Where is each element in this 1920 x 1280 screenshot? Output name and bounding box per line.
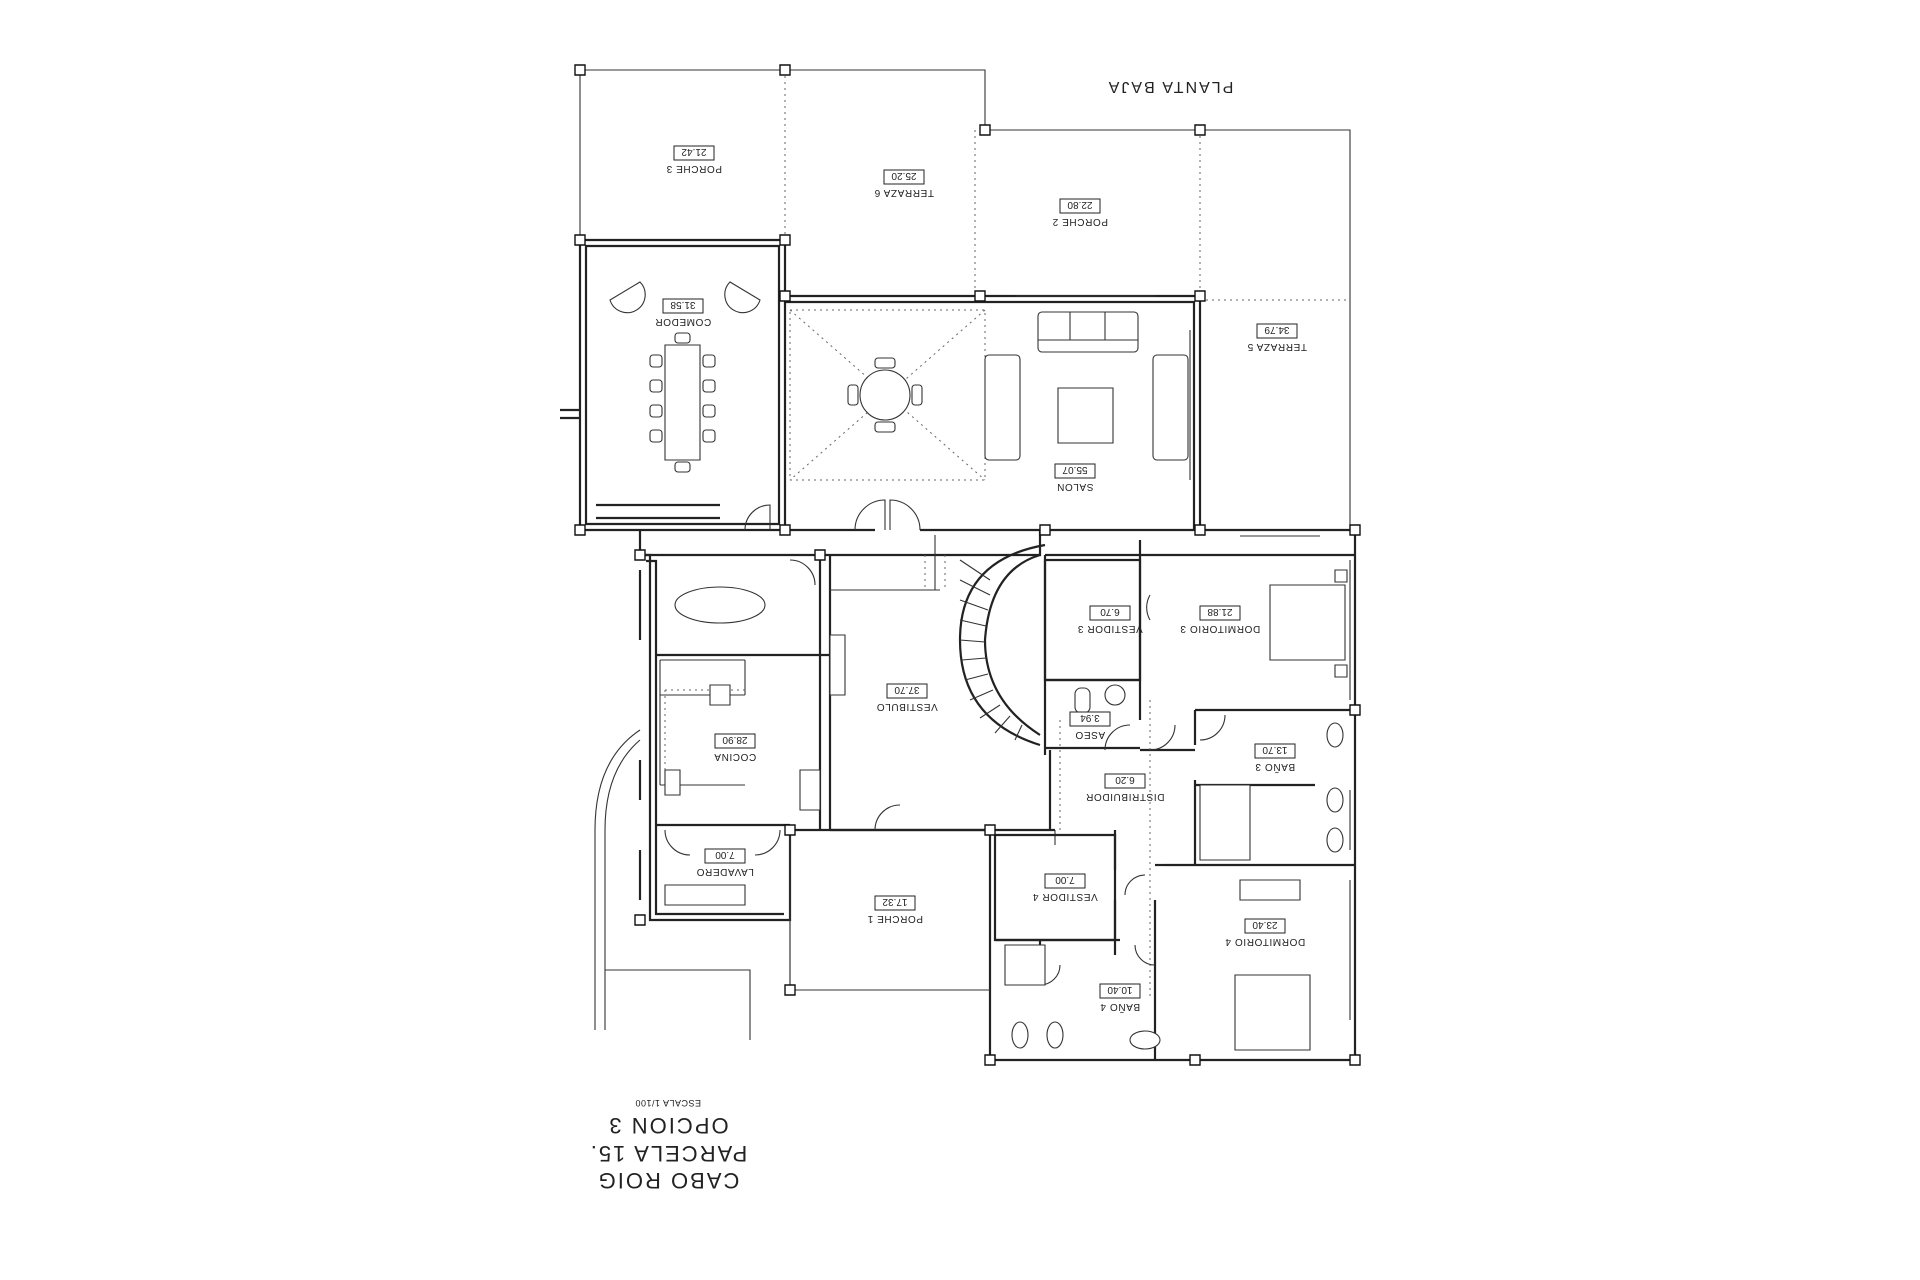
room-area-box: [1100, 984, 1140, 998]
columns: [575, 65, 1360, 1065]
furniture: [596, 282, 1347, 1050]
room-name: TERRAZA 5: [1247, 341, 1307, 352]
room-area-box: [674, 146, 714, 160]
room-label-vestidor-3: VESTIDOR 3 6.70: [1077, 606, 1143, 634]
room-area: 55.07: [1062, 464, 1087, 475]
room-name: LAVADERO: [696, 866, 754, 877]
room-name: TERRAZA 6: [874, 187, 934, 198]
project-line-1: CABO ROIG: [597, 1168, 740, 1193]
room-area: 34.79: [1264, 324, 1289, 335]
room-area: 7.00: [715, 849, 735, 860]
room-name: COMEDOR: [655, 316, 711, 327]
room-area-box: [1245, 919, 1285, 933]
project-line-2: PARCELA 15.: [589, 1141, 748, 1166]
room-label-distribuidor: DISTRIBUIDOR 6.20: [1086, 774, 1165, 802]
room-label-vestibulo: VESTIBULO 37.70: [876, 684, 938, 712]
room-area-box: [715, 734, 755, 748]
room-label-comedor: COMEDOR 31.58: [655, 299, 711, 327]
walls: [560, 240, 1355, 1060]
room-name: PORCHE 1: [867, 913, 923, 924]
room-label-bano-4: BAÑO 4 10.40: [1100, 984, 1140, 1014]
room-label-dormitorio-3: DORMITORIO 3 21.88: [1180, 606, 1260, 634]
room-name: DORMITORIO 3: [1180, 623, 1260, 634]
room-name: SALON: [1057, 481, 1094, 492]
room-area: 25.20: [891, 170, 916, 181]
room-area-box: [884, 170, 924, 184]
project-line-3: OPCION 3: [607, 1113, 728, 1138]
room-area-box: [1090, 606, 1130, 620]
project-scale: ESCALA 1/100: [635, 1098, 701, 1108]
room-label-bano-3: BAÑO 3 13.70: [1255, 744, 1295, 774]
room-name: VESTIDOR 4: [1032, 891, 1097, 902]
room-name: DORMITORIO 4: [1225, 936, 1305, 947]
room-area: 37.70: [894, 684, 919, 695]
room-area-box: [1105, 774, 1145, 788]
room-area-box: [663, 299, 703, 313]
room-name: PORCHE 3: [666, 163, 722, 174]
room-label-porche-3: PORCHE 3 21.42: [666, 146, 722, 174]
plan-heading: PLANTA BAJA: [1107, 78, 1234, 95]
room-area-box: [1070, 712, 1110, 726]
room-name: ASEO: [1075, 729, 1105, 740]
room-label-aseo: ASEO 3.94: [1070, 712, 1110, 740]
room-area-box: [1200, 606, 1240, 620]
room-area-box: [887, 684, 927, 698]
room-area: 3.94: [1080, 712, 1100, 723]
room-area-box: [1060, 199, 1100, 213]
room-label-lavadero: LAVADERO 7.00: [696, 849, 754, 877]
project-title-block: CABO ROIG PARCELA 15. OPCION 3 ESCALA 1/…: [589, 1098, 748, 1193]
room-area: 7.00: [1055, 874, 1075, 885]
room-area-box: [875, 896, 915, 910]
room-area: 17.32: [882, 896, 907, 907]
room-area: 21.42: [681, 146, 706, 157]
room-name: BAÑO 4: [1100, 1001, 1140, 1014]
staircase: [925, 545, 1045, 745]
room-label-porche-1: PORCHE 1 17.32: [867, 896, 923, 924]
room-area: 23.40: [1252, 919, 1277, 930]
room-name: VESTIDOR 3: [1077, 623, 1142, 634]
room-area: 10.40: [1107, 984, 1132, 995]
doors: [665, 500, 1225, 985]
room-label-dormitorio-4: DORMITORIO 4 23.40: [1225, 919, 1305, 947]
room-label-vestidor-4: VESTIDOR 4 7.00: [1032, 874, 1098, 902]
room-area: 28.90: [722, 734, 747, 745]
room-area-box: [1257, 324, 1297, 338]
room-label-terraza-5: TERRAZA 5 34.79: [1247, 324, 1307, 352]
room-area: 13.70: [1262, 744, 1287, 755]
room-area: 22.80: [1067, 199, 1092, 210]
room-name: COCINA: [714, 751, 757, 762]
room-name: PORCHE 2: [1052, 216, 1108, 227]
room-area: 21.88: [1207, 606, 1232, 617]
room-area-box: [1045, 874, 1085, 888]
room-area-box: [1255, 744, 1295, 758]
heading-group: PLANTA BAJA: [1107, 78, 1234, 95]
room-label-cocina: COCINA 28.90: [714, 734, 757, 762]
room-label-terraza-6: TERRAZA 6 25.20: [874, 170, 934, 198]
room-area: 6.20: [1115, 774, 1135, 785]
room-label-porche-2: PORCHE 2 22.80: [1052, 199, 1108, 227]
room-area-box: [705, 849, 745, 863]
room-area-box: [1055, 464, 1095, 478]
room-name: BAÑO 3: [1255, 761, 1295, 774]
room-label-salon: SALON 55.07: [1055, 464, 1095, 492]
room-area: 6.70: [1100, 606, 1120, 617]
room-name: VESTIBULO: [876, 701, 938, 712]
room-name: DISTRIBUIDOR: [1086, 791, 1165, 802]
room-area: 31.58: [670, 299, 695, 310]
